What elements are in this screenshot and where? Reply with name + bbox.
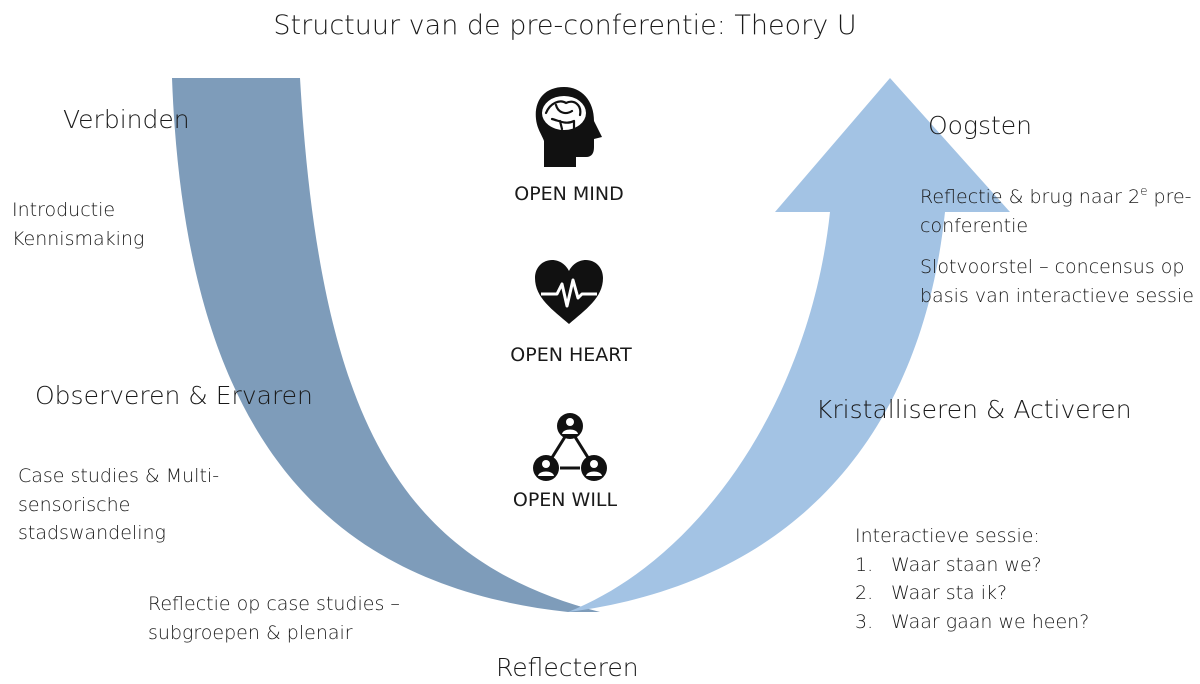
page-title: Structuur van de pre-conferentie: Theory…	[273, 10, 857, 41]
oogsten-line: Reflectie & brug naar 2e pre-	[920, 182, 1192, 212]
interactief-list: 1. Waar staan we? 2. Waar sta ik? 3. Waar g…	[855, 551, 1089, 637]
interactieve-sessie: Interactieve sessie: 1. Waar staan we? 2.…	[855, 522, 1089, 636]
interactief-heading: Interactieve sessie:	[855, 525, 1040, 547]
list-item-number: 1.	[855, 553, 874, 576]
brain-head-icon	[535, 87, 602, 167]
open-will-label: OPEN WILL	[512, 489, 618, 511]
verbinden-line: Kennismaking	[12, 227, 145, 250]
slotvoorstel-details: Slotvoorstel – concensus op basis van in…	[920, 253, 1194, 310]
observeren-line: Case studies & Multi-	[18, 465, 220, 487]
phase-reflecteren: Reflecteren	[496, 653, 639, 682]
oogsten-details: Reflectie & brug naar 2e pre- conferenti…	[920, 182, 1192, 240]
reflectie-details: Reflectie op case studies – subgroepen &…	[148, 590, 400, 647]
phase-observeren: Observeren & Ervaren	[35, 381, 313, 410]
observeren-line: stadswandeling	[18, 522, 166, 544]
u-right-arm	[568, 78, 1010, 612]
oogsten-line1-text: Reflectie & brug naar 2	[920, 186, 1141, 208]
oogsten-line: conferentie	[920, 214, 1029, 237]
observeren-details: Case studies & Multi- sensorische stadsw…	[18, 462, 219, 548]
phase-kristalliseren: Kristalliseren & Activeren	[816, 395, 1132, 424]
list-item-text: Waar staan we?	[891, 553, 1042, 576]
phase-verbinden: Verbinden	[63, 105, 190, 134]
list-item-number: 3.	[855, 610, 874, 633]
slotvoorstel-line: Slotvoorstel – concensus op	[920, 256, 1185, 278]
phase-oogsten: Oogsten	[928, 111, 1033, 140]
list-item: 2. Waar sta ik?	[855, 579, 1089, 608]
reflectie-line: subgroepen & plenair	[148, 621, 353, 644]
heartbeat-icon	[535, 260, 603, 324]
oogsten-line1-sup: e	[1140, 184, 1148, 198]
verbinden-details: Introductie Kennismaking	[12, 196, 144, 253]
list-item-number: 2.	[855, 582, 874, 604]
verbinden-line: Introductie	[12, 199, 116, 221]
list-item-text: Waar gaan we heen?	[891, 610, 1090, 633]
reflectie-line: Reflectie op case studies –	[148, 593, 400, 615]
oogsten-line1-tail: pre-	[1147, 186, 1192, 208]
open-mind-label: OPEN MIND	[514, 183, 624, 205]
people-network-icon	[533, 413, 607, 481]
list-item: 1. Waar staan we?	[855, 551, 1089, 580]
open-heart-label: OPEN HEART	[510, 344, 632, 366]
list-item: 3. Waar gaan we heen?	[855, 608, 1089, 637]
slotvoorstel-line: basis van interactieve sessie	[920, 284, 1194, 307]
observeren-line: sensorische	[18, 493, 131, 516]
list-item-text: Waar sta ik?	[891, 582, 1008, 604]
u-left-arm	[172, 78, 600, 612]
